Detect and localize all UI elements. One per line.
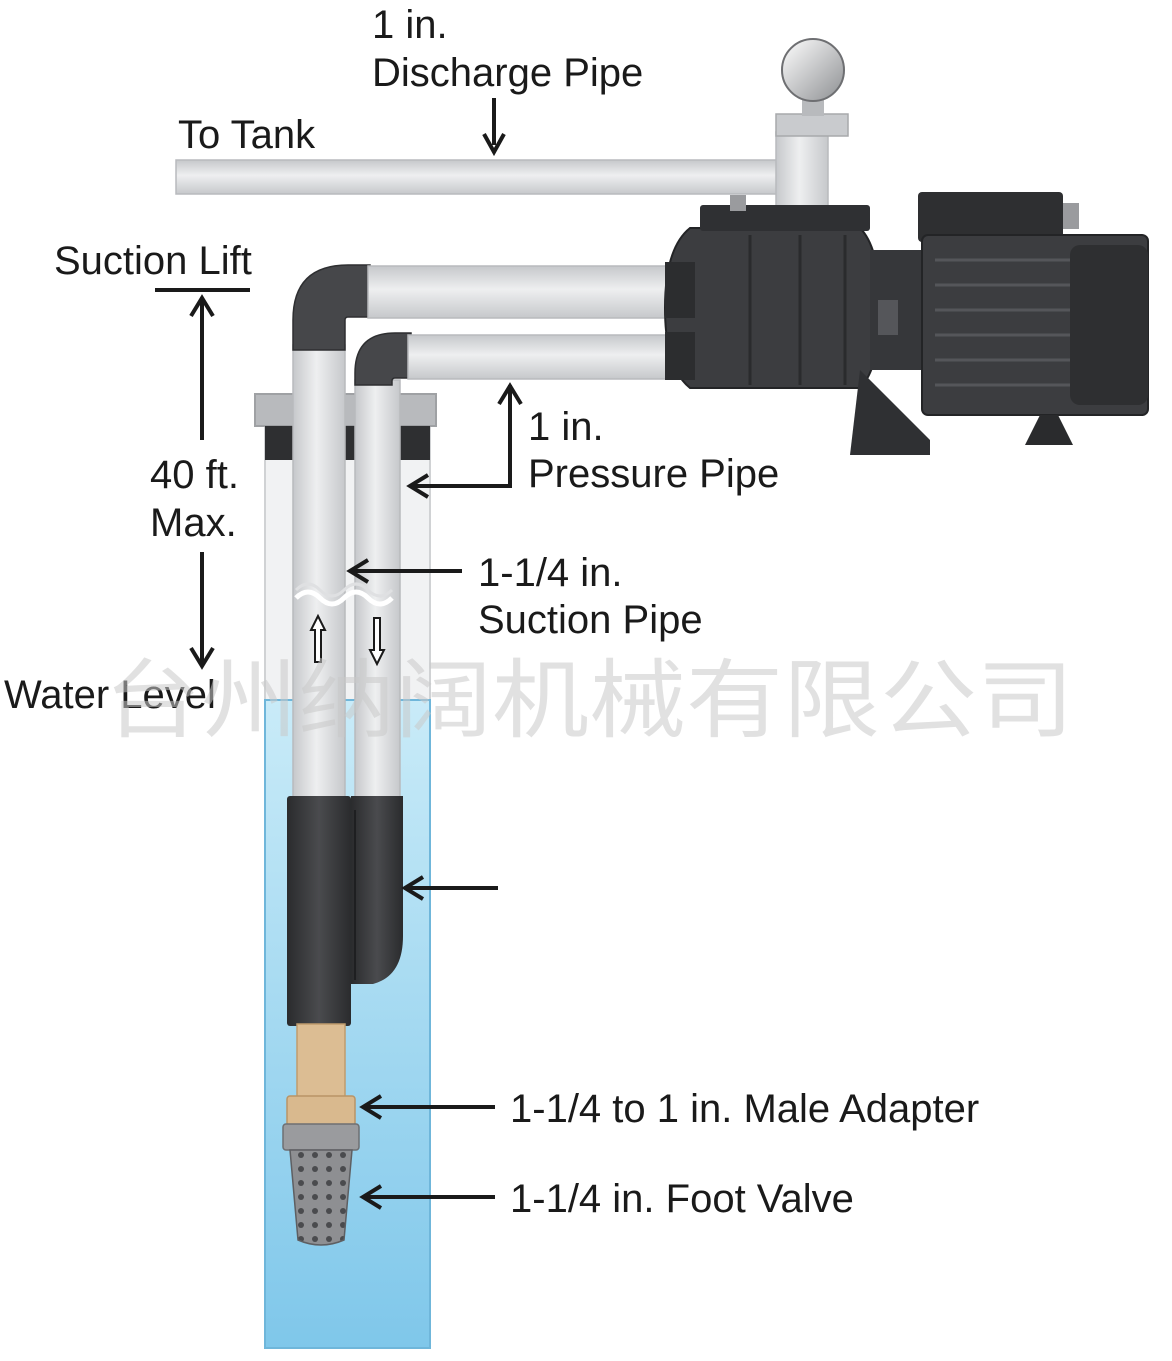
label-pressure-pipe: Pressure Pipe	[528, 452, 779, 496]
label-male-adapter: 1-1/4 to 1 in. Male Adapter	[510, 1087, 979, 1131]
flow-up-arrow	[309, 613, 327, 663]
label-discharge-size: 1 in.	[372, 3, 448, 47]
label-suction-lift: Suction Lift	[54, 239, 252, 283]
label-max-depth: 40 ft.	[150, 453, 239, 497]
flow-down-arrow	[368, 617, 386, 667]
pressure-pipe-horizontal	[407, 334, 669, 380]
jet-ejector	[287, 796, 403, 1026]
watermark-text: 台州纳阔机械有限公司	[104, 651, 1074, 751]
male-adapter	[286, 1023, 356, 1127]
label-suction-pipe: Suction Pipe	[478, 598, 703, 642]
suction-elbow	[292, 264, 669, 351]
label-to-tank: To Tank	[178, 113, 316, 157]
label-suction-pipe-size: 1-1/4 in.	[478, 551, 623, 595]
label-max: Max.	[150, 501, 237, 545]
pressure-elbow	[354, 332, 669, 386]
pressure-gauge	[781, 38, 845, 102]
label-discharge-pipe: Discharge Pipe	[372, 51, 643, 95]
foot-valve	[282, 1123, 360, 1246]
arrows	[155, 98, 523, 1210]
label-pressure-size: 1 in.	[528, 405, 604, 449]
discharge-pipe	[175, 92, 849, 208]
suction-pipe-horizontal	[367, 265, 669, 319]
label-water-level: Water Level	[4, 673, 216, 717]
label-foot-valve: 1-1/4 in. Foot Valve	[510, 1177, 854, 1221]
jet-pump	[663, 192, 1149, 455]
water-line-wave	[294, 589, 394, 607]
